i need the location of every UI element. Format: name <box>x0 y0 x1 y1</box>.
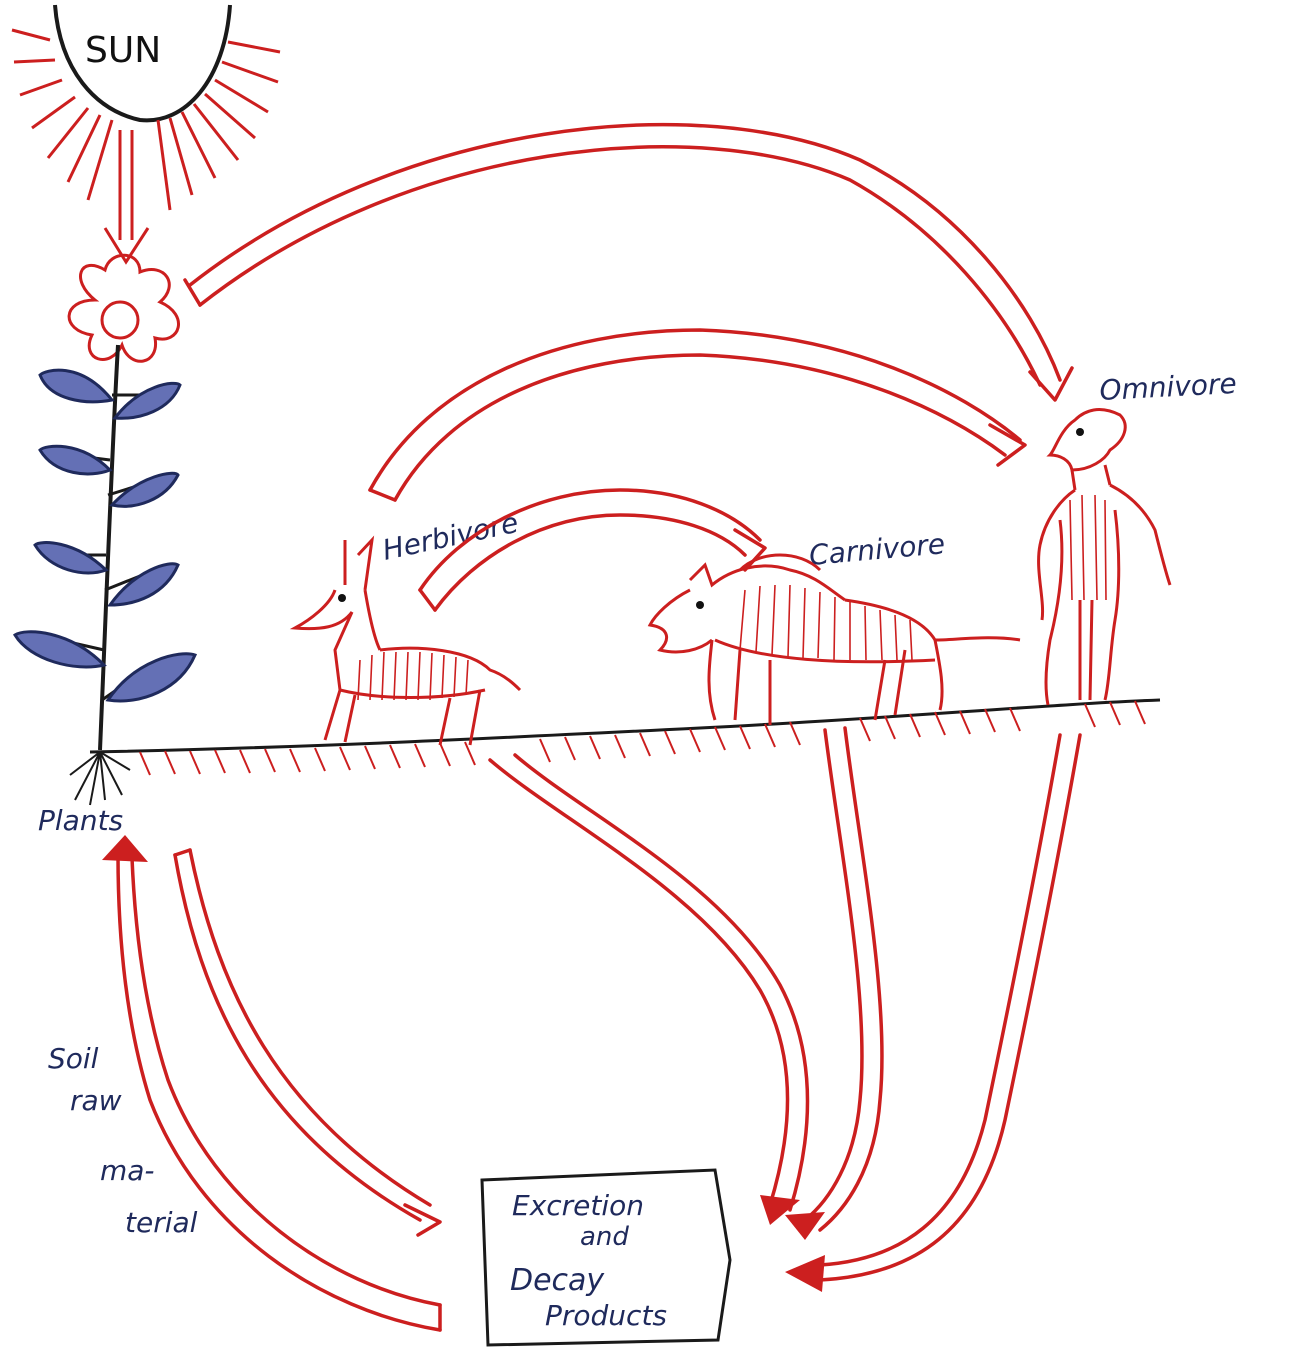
carnivore-icon <box>650 555 1020 725</box>
ground-line <box>90 700 1160 775</box>
box-label-line3: Decay <box>510 1263 605 1298</box>
herbivore-icon <box>295 540 520 745</box>
box-label-line2: and <box>580 1222 629 1252</box>
arrow-herbivore-to-carnivore <box>420 490 765 610</box>
plants-label: Plants <box>38 804 123 837</box>
box-label-line4: Products <box>545 1299 667 1332</box>
box-label-line1: Excretion <box>512 1189 644 1222</box>
arrow-decay-to-plants <box>102 835 440 1330</box>
soil-label-line4: terial <box>125 1206 198 1239</box>
roots-icon <box>70 752 130 805</box>
omnivore-label: Omnivore <box>1099 367 1238 407</box>
herbivore-label: Herbivore <box>380 506 522 567</box>
arrow-carnivore-to-decay <box>785 728 882 1240</box>
arrow-omnivore-to-decay <box>785 735 1080 1292</box>
soil-label-line3: ma- <box>100 1154 155 1187</box>
flower-icon <box>69 255 178 361</box>
omnivore-icon <box>1039 410 1170 705</box>
arrow-plant-to-decay <box>175 850 440 1235</box>
carnivore-label: Carnivore <box>808 527 947 572</box>
soil-label-line2: raw <box>70 1084 122 1117</box>
soil-label-line1: Soil <box>48 1042 99 1075</box>
arrow-herbivore-to-decay <box>490 755 808 1225</box>
sun-label: SUN <box>85 30 161 71</box>
arrow-herbivore-to-omnivore <box>370 330 1025 500</box>
